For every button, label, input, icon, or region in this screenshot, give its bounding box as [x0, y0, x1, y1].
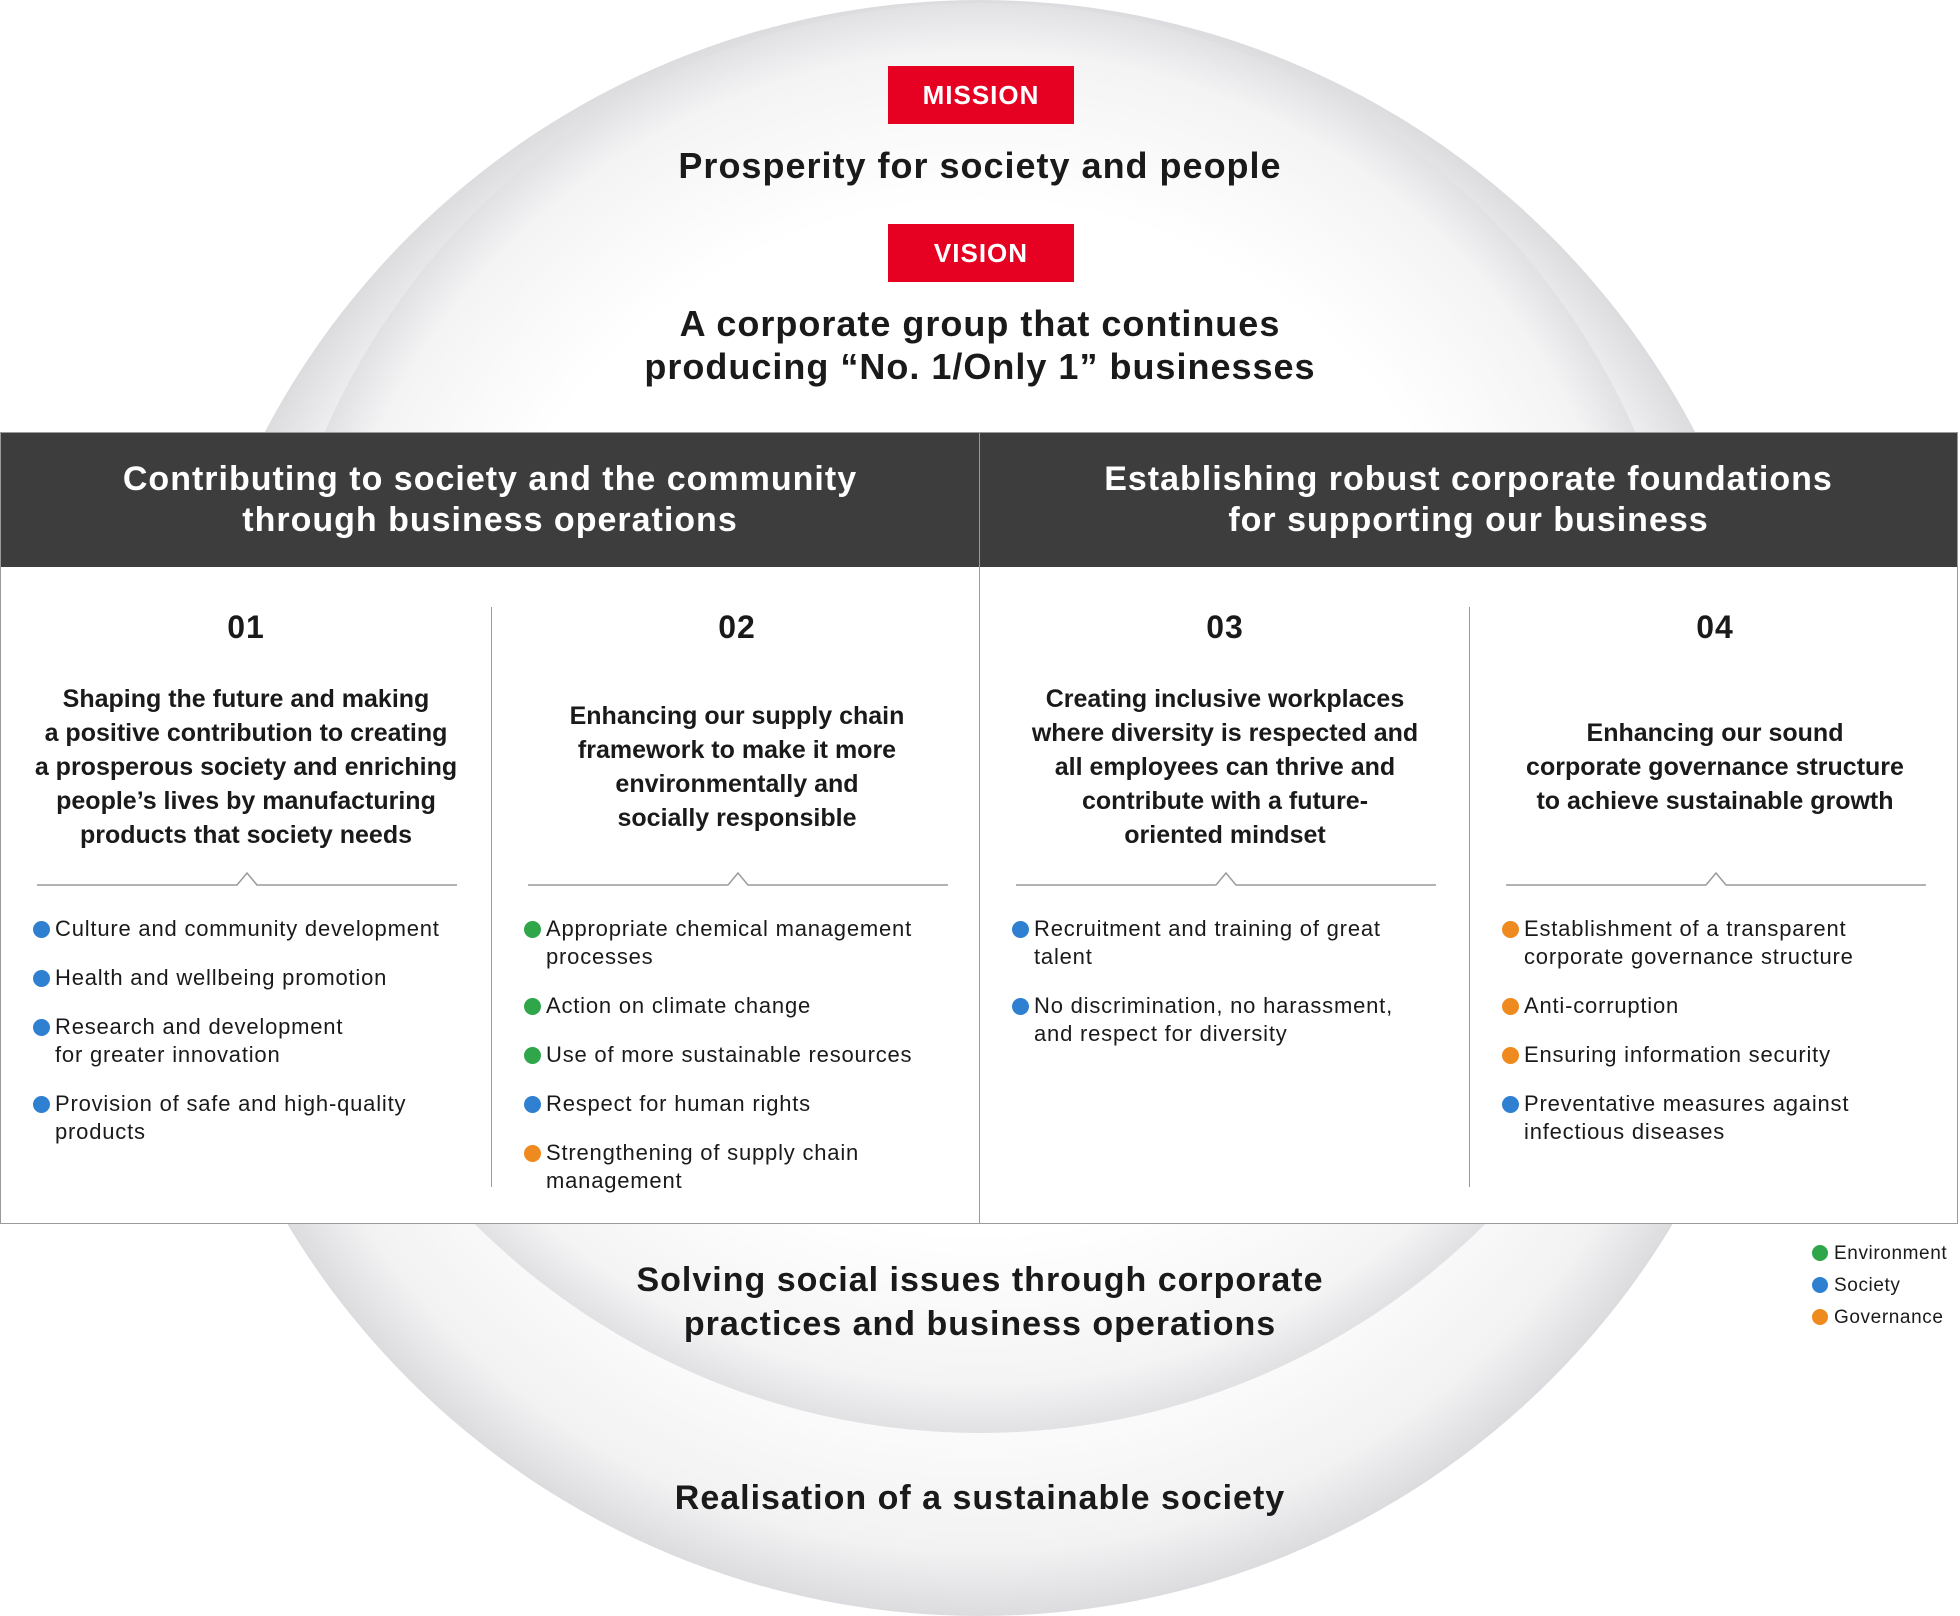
- legend-item-environment: Environment: [1812, 1238, 1947, 1270]
- society-dot-icon: [1012, 921, 1029, 938]
- society-dot-icon: [33, 1019, 50, 1036]
- environment-dot-icon: [524, 998, 541, 1015]
- issue-list: Establishment of a transparent corporate…: [1502, 915, 1942, 1167]
- issue-item: Establishment of a transparent corporate…: [1502, 915, 1942, 971]
- group-header-left: Contributing to society and the communit…: [1, 433, 979, 567]
- issue-item: Respect for human rights: [524, 1090, 964, 1118]
- materiality-panel: Contributing to society and the communit…: [0, 432, 1958, 1224]
- separator-caret: [37, 871, 457, 886]
- society-dot-icon: [524, 1096, 541, 1113]
- vision-statement-line1: A corporate group that continues: [679, 303, 1281, 344]
- issue-item: Action on climate change: [524, 992, 964, 1020]
- group-title: Establishing robust corporate foundation…: [1104, 460, 1833, 539]
- issue-text: Establishment of a transparent corporate…: [1524, 916, 1854, 969]
- mission-statement: Prosperity for society and people: [678, 145, 1282, 186]
- legend-item-society: Society: [1812, 1270, 1947, 1302]
- legend-label: Governance: [1834, 1307, 1944, 1328]
- group-header-right: Establishing robust corporate foundation…: [980, 433, 1957, 567]
- issue-text: Action on climate change: [546, 993, 812, 1018]
- issue-item: Strengthening of supply chain management: [524, 1139, 964, 1195]
- issue-text: Preventative measures against infectious…: [1524, 1091, 1850, 1144]
- legend-item-governance: Governance: [1812, 1302, 1947, 1334]
- issue-text: Appropriate chemical management processe…: [546, 916, 912, 969]
- governance-dot-icon: [1812, 1309, 1828, 1325]
- society-dot-icon: [1012, 998, 1029, 1015]
- materiality-number: 03: [1206, 609, 1244, 645]
- solving-social-issues-text: Solving social issues through corporate …: [636, 1261, 1324, 1343]
- environment-dot-icon: [524, 921, 541, 938]
- legend-label: Society: [1834, 1275, 1901, 1296]
- issue-item: Culture and community development: [33, 915, 473, 943]
- issue-text: No discrimination, no harassment, and re…: [1034, 993, 1393, 1046]
- issue-text: Health and wellbeing promotion: [55, 965, 388, 990]
- materiality-description: Enhancing our supply chain framework to …: [569, 702, 905, 832]
- governance-dot-icon: [1502, 1047, 1519, 1064]
- group-divider: [979, 433, 980, 1223]
- society-dot-icon: [33, 921, 50, 938]
- separator-caret: [1506, 871, 1926, 886]
- society-dot-icon: [1812, 1277, 1828, 1293]
- issue-item: No discrimination, no harassment, and re…: [1012, 992, 1452, 1048]
- separator-caret: [1016, 871, 1436, 886]
- issue-list: Appropriate chemical management processe…: [524, 915, 964, 1216]
- governance-dot-icon: [524, 1145, 541, 1162]
- column-divider: [1469, 607, 1470, 1187]
- vision-label: VISION: [888, 224, 1074, 282]
- issue-item: Anti-corruption: [1502, 992, 1942, 1020]
- materiality-number: 02: [718, 609, 756, 645]
- society-dot-icon: [1502, 1096, 1519, 1113]
- governance-dot-icon: [1502, 998, 1519, 1015]
- issue-text: Recruitment and training of great talent: [1034, 916, 1381, 969]
- realisation-text: Realisation of a sustainable society: [674, 1479, 1286, 1517]
- society-dot-icon: [33, 970, 50, 987]
- issue-text: Use of more sustainable resources: [546, 1042, 913, 1067]
- materiality-number: 04: [1696, 609, 1734, 645]
- group-title: Contributing to society and the communit…: [122, 460, 858, 539]
- separator-caret: [528, 871, 948, 886]
- issue-item: Health and wellbeing promotion: [33, 964, 473, 992]
- issue-list: Recruitment and training of great talent…: [1012, 915, 1452, 1069]
- issue-text: Research and development for greater inn…: [55, 1014, 344, 1067]
- issue-item: Research and development for greater inn…: [33, 1013, 473, 1069]
- legend-label: Environment: [1834, 1243, 1948, 1264]
- materiality-number: 01: [227, 609, 265, 645]
- materiality-description: Creating inclusive workplaces where dive…: [1031, 685, 1419, 849]
- issue-text: Culture and community development: [55, 916, 440, 941]
- society-dot-icon: [33, 1096, 50, 1113]
- vision-statement-line2: producing “No. 1/Only 1” businesses: [644, 346, 1316, 387]
- issue-text: Provision of safe and high-quality produ…: [55, 1091, 407, 1144]
- column-divider: [491, 607, 492, 1187]
- environment-dot-icon: [524, 1047, 541, 1064]
- materiality-description: Shaping the future and making a positive…: [34, 685, 458, 849]
- materiality-description: Enhancing our sound corporate governance…: [1526, 719, 1904, 815]
- issue-text: Respect for human rights: [546, 1091, 811, 1116]
- issue-text: Ensuring information security: [1524, 1042, 1831, 1067]
- issue-item: Use of more sustainable resources: [524, 1041, 964, 1069]
- issue-item: Recruitment and training of great talent: [1012, 915, 1452, 971]
- issue-item: Preventative measures against infectious…: [1502, 1090, 1942, 1146]
- governance-dot-icon: [1502, 921, 1519, 938]
- issue-item: Appropriate chemical management processe…: [524, 915, 964, 971]
- mission-label: MISSION: [888, 66, 1074, 124]
- environment-dot-icon: [1812, 1245, 1828, 1261]
- issue-text: Strengthening of supply chain management: [546, 1140, 860, 1193]
- issue-text: Anti-corruption: [1524, 993, 1680, 1018]
- issue-item: Ensuring information security: [1502, 1041, 1942, 1069]
- issue-item: Provision of safe and high-quality produ…: [33, 1090, 473, 1146]
